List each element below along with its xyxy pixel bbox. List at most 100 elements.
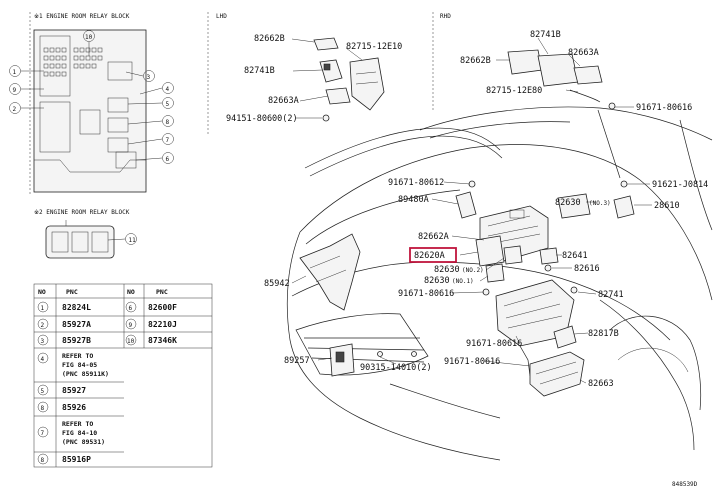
row5-pnc: 85927	[62, 386, 86, 395]
label-91671-low: 91671-80616	[466, 339, 522, 349]
callout-4: 4	[166, 86, 170, 93]
part-85942	[299, 233, 361, 311]
row7-line2: FIG 84-10	[62, 429, 97, 437]
label-91671-mid: 91671-80616	[398, 289, 454, 299]
inset-relay-block-1: ※1 ENGINE ROOM RELAY BLOCK	[9, 12, 174, 196]
label-82817b: 82817B	[588, 329, 619, 339]
part-89480a	[455, 191, 477, 219]
grille	[295, 313, 429, 376]
label-91621: 91621-J0814	[652, 180, 708, 190]
callout-10: 10	[85, 34, 93, 41]
inset2-title: ※2 ENGINE ROOM RELAY BLOCK	[34, 209, 130, 216]
row6-no: 8	[41, 405, 45, 412]
label-82741b-rhd: 82741B	[530, 30, 561, 40]
row1-pnc2: 82600F	[148, 303, 177, 312]
label-91671-bot: 91671-80616	[444, 357, 500, 367]
part-82663	[529, 351, 585, 397]
callout-9: 9	[13, 87, 17, 94]
label-91671-top: 91671-80616	[636, 103, 692, 113]
table-header-no1: NO	[38, 288, 46, 296]
row2-no2: 9	[129, 322, 133, 329]
label-82741: 82741	[598, 290, 624, 300]
part-82741b-rhd	[537, 53, 579, 87]
relay-block-body	[33, 29, 147, 193]
label-82662a: 82662A	[418, 232, 449, 242]
table-row: 5 85927	[41, 386, 87, 395]
row3-pnc1: 85927B	[62, 336, 91, 345]
table-row: 3 85927B 10 87346K	[41, 336, 178, 345]
label-82630-no1: 82630	[424, 276, 450, 286]
callout-7: 7	[166, 137, 170, 144]
part-82741b-lhd	[319, 59, 343, 83]
row3-no1: 3	[41, 338, 45, 345]
inset-relay-block-2: ※2 ENGINE ROOM RELAY BLOCK 11	[34, 209, 137, 259]
section-rhd: RHD	[440, 13, 451, 20]
row2-pnc2: 82210J	[148, 320, 177, 329]
rhd-parts: 82741B 82662B 82663A 82715-12E80 91671-8…	[460, 30, 692, 113]
lhd-parts: 82662B 82715-12E10 82741B 82663A 94151-8…	[226, 34, 402, 124]
row3-no2: 10	[127, 338, 135, 345]
row4-line1: REFER TO	[62, 352, 93, 360]
callout-6: 6	[166, 156, 170, 163]
label-82715-12e80: 82715-12E80	[486, 86, 542, 96]
callout-1: 1	[13, 69, 17, 76]
table-row: 7 REFER TO FIG 84-10 (PNC 89531)	[41, 420, 106, 446]
label-82630-no2: 82630	[434, 265, 460, 275]
label-no3: (NO.3)	[589, 200, 611, 207]
row4-line3: (PNC 85911K)	[62, 370, 109, 378]
table-header-pnc1: PNC	[66, 288, 78, 296]
section-lhd: LHD	[216, 13, 227, 20]
row2-no1: 2	[41, 322, 45, 329]
part-82630-no3	[557, 193, 591, 219]
row1-no1: 1	[41, 305, 45, 312]
row7-line1: REFER TO	[62, 420, 93, 428]
part-28610	[613, 195, 635, 219]
highlight-box-82620a[interactable]	[409, 247, 457, 263]
part-82662b-lhd	[313, 37, 339, 51]
table-header-no2: NO	[127, 288, 135, 296]
label-82662b-lhd: 82662B	[254, 34, 285, 44]
label-89480a: 89480A	[398, 195, 429, 205]
part-82620a	[475, 235, 505, 267]
table-row: 4 REFER TO FIG 84-05 (PNC 85911K)	[41, 352, 109, 378]
row7-no: 7	[41, 430, 45, 437]
callout-8: 8	[166, 119, 170, 126]
row7-line3: (PNC 89531)	[62, 438, 105, 446]
label-28610: 28610	[654, 201, 680, 211]
figure-id: 848539D	[672, 481, 698, 488]
label-82663a-rhd: 82663A	[568, 48, 599, 58]
part-82663a-rhd	[573, 65, 603, 85]
part-82715-12e10	[349, 57, 385, 111]
label-85942: 85942	[264, 279, 290, 289]
label-no1: (NO.1)	[452, 278, 474, 285]
table-row: 1 82824L 6 82600F	[41, 303, 178, 312]
callout-2: 2	[13, 106, 17, 113]
table-row: 8 85926	[41, 403, 87, 412]
row6-pnc: 85926	[62, 403, 86, 412]
callout-11: 11	[129, 237, 137, 244]
callout-3: 3	[147, 74, 151, 81]
row5-no: 5	[41, 388, 45, 395]
part-82817b	[553, 325, 577, 349]
label-82616: 82616	[574, 264, 600, 274]
table-row: 8 85916P	[41, 455, 92, 464]
label-94151: 94151-80600(2)	[226, 114, 298, 124]
row1-no2: 6	[129, 305, 133, 312]
row1-pnc1: 82824L	[62, 303, 91, 312]
label-89257: 89257	[284, 356, 310, 366]
part-82630-no2	[503, 245, 523, 265]
label-82663: 82663	[588, 379, 614, 389]
label-91671-80612: 91671-80612	[388, 178, 444, 188]
label-82715-12e10: 82715-12E10	[346, 42, 402, 52]
engine-bay-parts: 91671-80612 89480A 82630 (NO.3) 91621-J0…	[264, 178, 708, 397]
label-82741b-lhd: 82741B	[244, 66, 275, 76]
row4-line2: FIG 84-05	[62, 361, 97, 369]
label-82620a[interactable]: 82620A	[414, 251, 445, 261]
inset1-title: ※1 ENGINE ROOM RELAY BLOCK	[34, 13, 130, 20]
label-82641: 82641	[562, 251, 588, 261]
table-row: 2 85927A 9 82210J	[41, 320, 177, 329]
part-82641	[539, 247, 559, 265]
row8-pnc: 85916P	[62, 455, 91, 464]
